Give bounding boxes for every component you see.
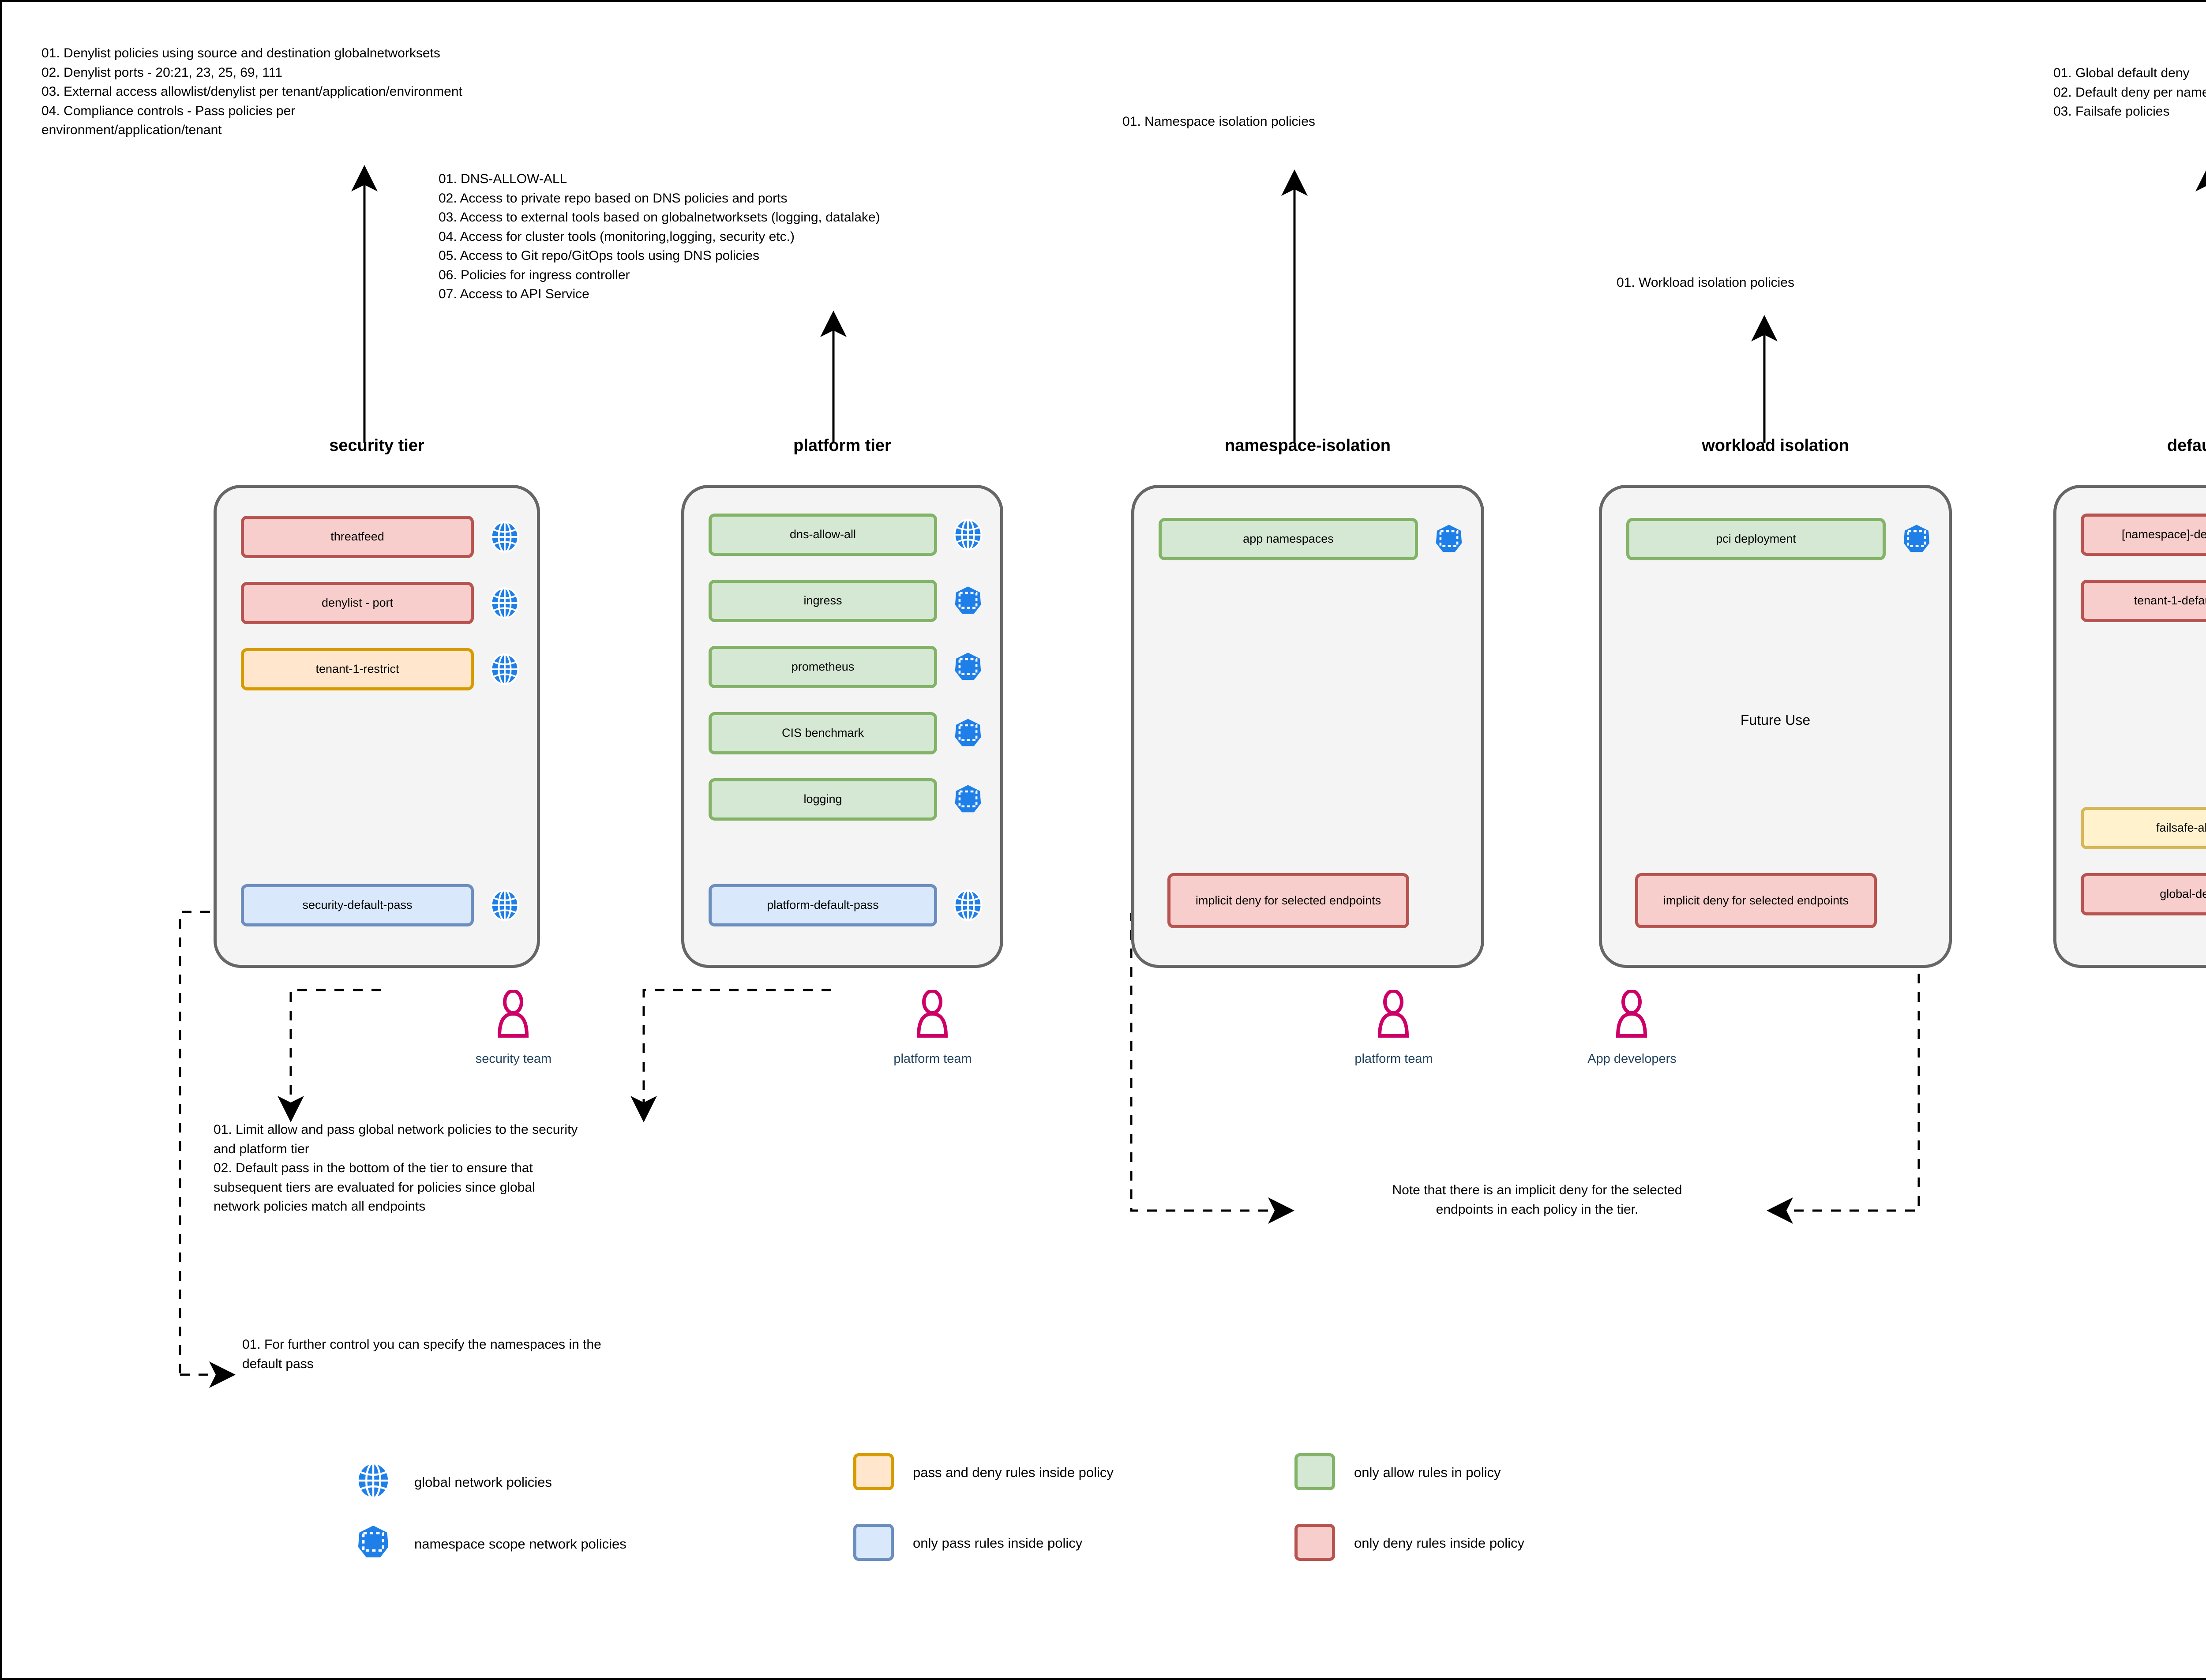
namespace-scope-policy-icon <box>952 585 984 619</box>
namespace-scope-policy-icon <box>1901 523 1932 557</box>
policy-pill-namespace-isolation-1[interactable]: implicit deny for selected endpoints <box>1167 873 1409 928</box>
security-tier-notes: 01. Denylist policies using source and d… <box>41 46 462 137</box>
legend-swatch-passdeny <box>853 1453 894 1490</box>
global-network-policy-icon <box>489 653 521 687</box>
policy-pill-platform-tier-5[interactable]: platform-default-pass <box>709 884 937 926</box>
legend-label-3: only pass rules inside policy <box>913 1535 1083 1551</box>
tier-title-0: security tier <box>329 436 424 455</box>
namespace-scope-policy-icon <box>1433 523 1465 557</box>
policy-pill-workload-isolation-1[interactable]: implicit deny for selected endpoints <box>1635 873 1877 928</box>
legend-label-4: only allow rules in policy <box>1354 1465 1501 1480</box>
legend-label-2: pass and deny rules inside policy <box>913 1465 1114 1480</box>
actor-icon-1 <box>915 989 949 1042</box>
policy-pill-platform-tier-1[interactable]: ingress <box>709 580 937 622</box>
implicit-deny-note: Note that there is an implicit deny for … <box>1392 1183 1682 1217</box>
tier-title-3: workload isolation <box>1702 436 1849 455</box>
global-network-policy-icon <box>952 889 984 923</box>
global-network-policy-icon <box>489 587 521 621</box>
policy-pill-default-tier-0[interactable]: [namespace]-default-deny <box>2081 514 2206 556</box>
actor-icon-2 <box>1376 989 1411 1042</box>
policy-pill-platform-tier-0[interactable]: dns-allow-all <box>709 514 937 556</box>
legend-swatch-deny <box>1294 1524 1335 1561</box>
namespace-isolation-notes: 01. Namespace isolation policies <box>1122 114 1315 129</box>
global-network-policy-icon <box>952 519 984 553</box>
default-tier-notes: 01. Global default deny 02. Default deny… <box>2053 66 2206 119</box>
namespace-scope-policy-icon <box>952 784 984 818</box>
legend-label-0: global network policies <box>414 1474 552 1490</box>
tier-title-4: default tier <box>2167 436 2206 455</box>
platform-tier-notes: 01. DNS-ALLOW-ALL 02. Access to private … <box>439 172 880 301</box>
namespace-scope-policy-icon <box>952 717 984 751</box>
future-use-label: Future Use <box>1740 712 1811 728</box>
policy-pill-security-tier-1[interactable]: denylist - port <box>241 582 474 624</box>
policy-pill-workload-isolation-0[interactable]: pci deployment <box>1626 518 1886 560</box>
bottom-left-notes: 01. Limit allow and pass global network … <box>214 1122 578 1214</box>
policy-pill-security-tier-2[interactable]: tenant-1-restrict <box>241 648 474 690</box>
actor-icon-3 <box>1614 989 1649 1042</box>
policy-pill-security-tier-3[interactable]: security-default-pass <box>241 884 474 926</box>
default-pass-note: 01. For further control you can specify … <box>242 1337 601 1371</box>
tier-title-1: platform tier <box>793 436 891 455</box>
tier-title-2: namespace-isolation <box>1225 436 1391 455</box>
workload-isolation-notes: 01. Workload isolation policies <box>1617 275 1794 290</box>
legend-label-5: only deny rules inside policy <box>1354 1535 1524 1551</box>
policy-pill-default-tier-1[interactable]: tenant-1-default-deny <box>2081 580 2206 622</box>
actor-label-0: security team <box>475 1052 552 1066</box>
global-network-policy-icon <box>489 889 521 923</box>
policy-pill-platform-tier-2[interactable]: prometheus <box>709 646 937 688</box>
actor-label-2: platform team <box>1354 1052 1433 1066</box>
policy-pill-platform-tier-3[interactable]: CIS benchmark <box>709 712 937 754</box>
policy-pill-security-tier-0[interactable]: threatfeed <box>241 516 474 558</box>
legend-swatch-pass <box>853 1524 894 1561</box>
legend-global-network-policy-icon <box>355 1462 392 1501</box>
actor-icon-0 <box>496 989 530 1042</box>
actor-label-1: platform team <box>893 1052 972 1066</box>
policy-pill-platform-tier-4[interactable]: logging <box>709 778 937 821</box>
actor-label-3: App developers <box>1587 1052 1677 1066</box>
policy-pill-default-tier-3[interactable]: global-deny <box>2081 873 2206 915</box>
policy-pill-namespace-isolation-0[interactable]: app namespaces <box>1159 518 1418 560</box>
global-network-policy-icon <box>489 521 521 555</box>
legend-namespace-scope-policy-icon <box>355 1524 392 1563</box>
namespace-scope-policy-icon <box>952 651 984 685</box>
legend-swatch-allow <box>1294 1453 1335 1490</box>
policy-pill-default-tier-2[interactable]: failsafe-allow <box>2081 807 2206 849</box>
legend-label-1: namespace scope network policies <box>414 1536 627 1552</box>
